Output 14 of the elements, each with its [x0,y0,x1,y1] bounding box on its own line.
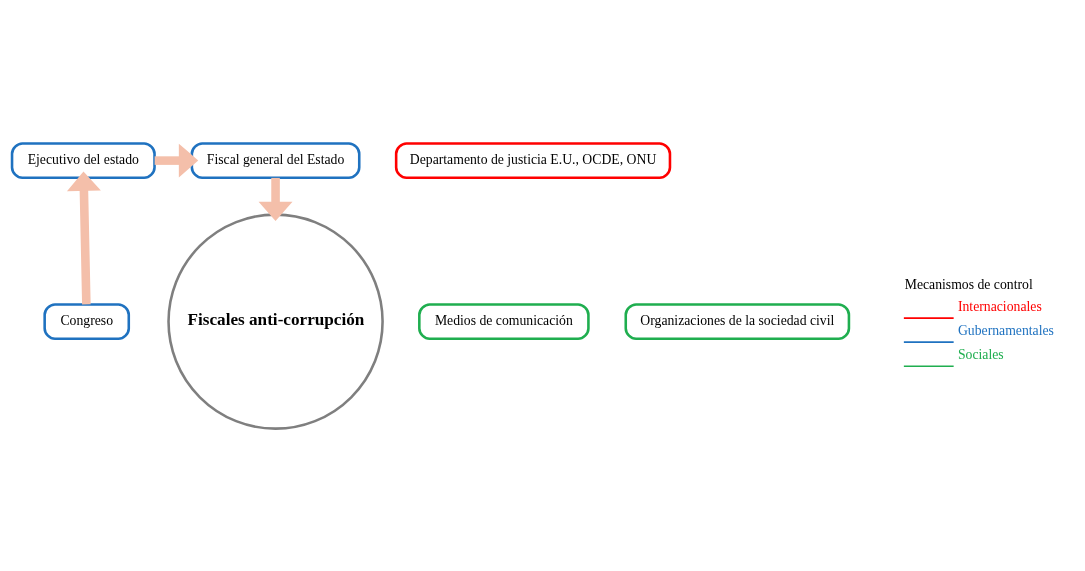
node-box: Ejecutivo del estado [10,141,156,179]
node-box: Organizaciones de la sociedad civil [624,302,851,340]
arrow [154,143,199,178]
node-box: Congreso [43,302,131,340]
node-box: Fiscal general del Estado [190,141,361,179]
legend-label: Internacionales [957,298,1042,314]
node-box: Departamento de justicia E.U., OCDE, ONU [394,141,672,179]
legend-label: Sociales [957,346,1004,362]
node-circle: Fiscales anti-corrupción [167,212,384,430]
label: Mecanismos de control [904,276,1033,292]
node-box: Medios de comunicación [418,302,590,340]
legend-label: Gubernamentales [957,322,1054,338]
arrow [66,170,101,304]
arrow [258,177,293,221]
